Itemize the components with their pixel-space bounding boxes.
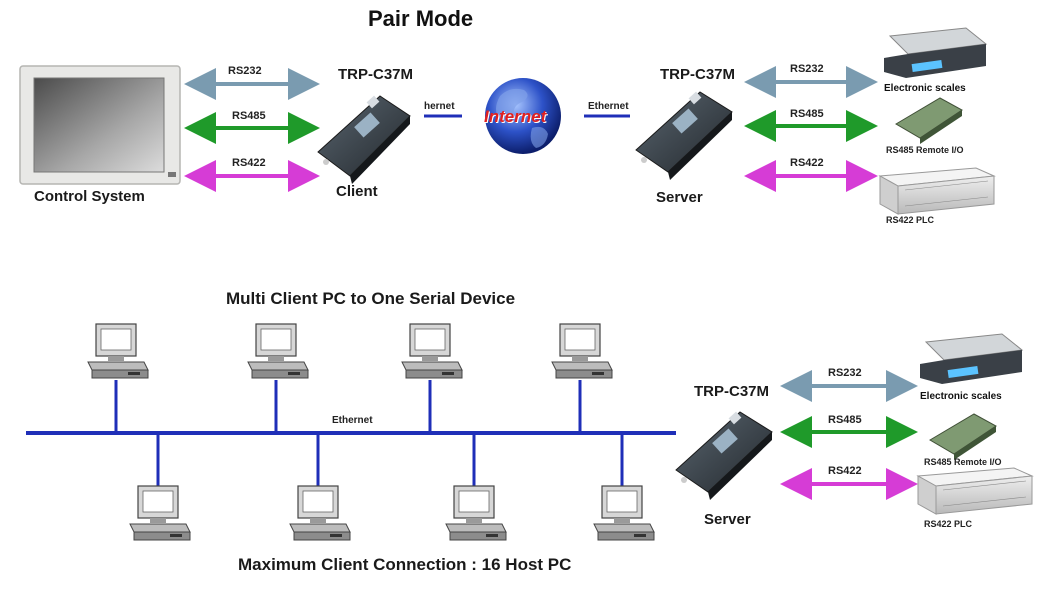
client-pc-icon bbox=[129, 433, 191, 541]
right-port-rs485-label: RS485 bbox=[790, 108, 824, 120]
multi-device-plc-label: RS422 PLC bbox=[924, 519, 973, 529]
client-label: Client bbox=[336, 183, 378, 200]
client-pc-icon bbox=[289, 433, 351, 541]
multi-port-rs485-label: RS485 bbox=[828, 414, 862, 426]
multi-remote-io-icon bbox=[929, 413, 997, 460]
multi-device-remote-io-label: RS485 Remote I/O bbox=[924, 457, 1002, 467]
ethernet-bus-label: Ethernet bbox=[332, 415, 373, 426]
pair-mode-title: Pair Mode bbox=[368, 6, 474, 31]
internet-label: Internet bbox=[484, 107, 547, 126]
internet-globe-icon bbox=[485, 78, 561, 154]
server-label: Server bbox=[656, 189, 703, 206]
device-remote-io-label: RS485 Remote I/O bbox=[886, 145, 964, 155]
multi-server-label: Server bbox=[704, 511, 751, 528]
client-pc-icon bbox=[593, 433, 655, 541]
right-port-rs422-label: RS422 bbox=[790, 157, 824, 169]
multi-electronic-scale-icon bbox=[920, 333, 1024, 384]
left-port-rs232-label: RS232 bbox=[228, 65, 262, 77]
device-scales-label: Electronic scales bbox=[884, 83, 966, 94]
client-pcs-group bbox=[87, 323, 655, 541]
client-pc-icon bbox=[445, 433, 507, 541]
multi-port-rs232-label: RS232 bbox=[828, 367, 862, 379]
device-plc-label: RS422 PLC bbox=[886, 215, 935, 225]
client-device-icon bbox=[317, 95, 411, 184]
client-pc-icon bbox=[401, 323, 463, 433]
max-connection-footer: Maximum Client Connection : 16 Host PC bbox=[238, 555, 572, 574]
multi-server-device-icon bbox=[675, 411, 773, 500]
server-device-icon bbox=[635, 91, 733, 180]
multi-server-model-label: TRP-C37M bbox=[694, 383, 770, 400]
multi-device-scales-label: Electronic scales bbox=[920, 391, 1002, 402]
client-pc-icon bbox=[247, 323, 309, 433]
multi-port-rs422-label: RS422 bbox=[828, 465, 862, 477]
electronic-scale-icon bbox=[884, 27, 988, 78]
client-model-label: TRP-C37M bbox=[338, 66, 414, 83]
left-port-rs422-label: RS422 bbox=[232, 157, 266, 169]
multi-client-title: Multi Client PC to One Serial Device bbox=[226, 289, 516, 308]
remote-io-icon bbox=[895, 97, 963, 144]
right-port-rs232-label: RS232 bbox=[790, 63, 824, 75]
eth-right-label: Ethernet bbox=[588, 101, 629, 112]
multi-plc-icon bbox=[916, 467, 1034, 515]
control-system-label: Control System bbox=[34, 188, 145, 205]
client-pc-icon bbox=[87, 323, 149, 433]
plc-icon bbox=[878, 167, 996, 215]
left-port-rs485-label: RS485 bbox=[232, 110, 266, 122]
eth-left-label: hernet bbox=[424, 101, 455, 112]
server-model-label: TRP-C37M bbox=[660, 66, 736, 83]
client-pc-icon bbox=[551, 323, 613, 433]
control-system-panel-icon bbox=[19, 65, 181, 185]
